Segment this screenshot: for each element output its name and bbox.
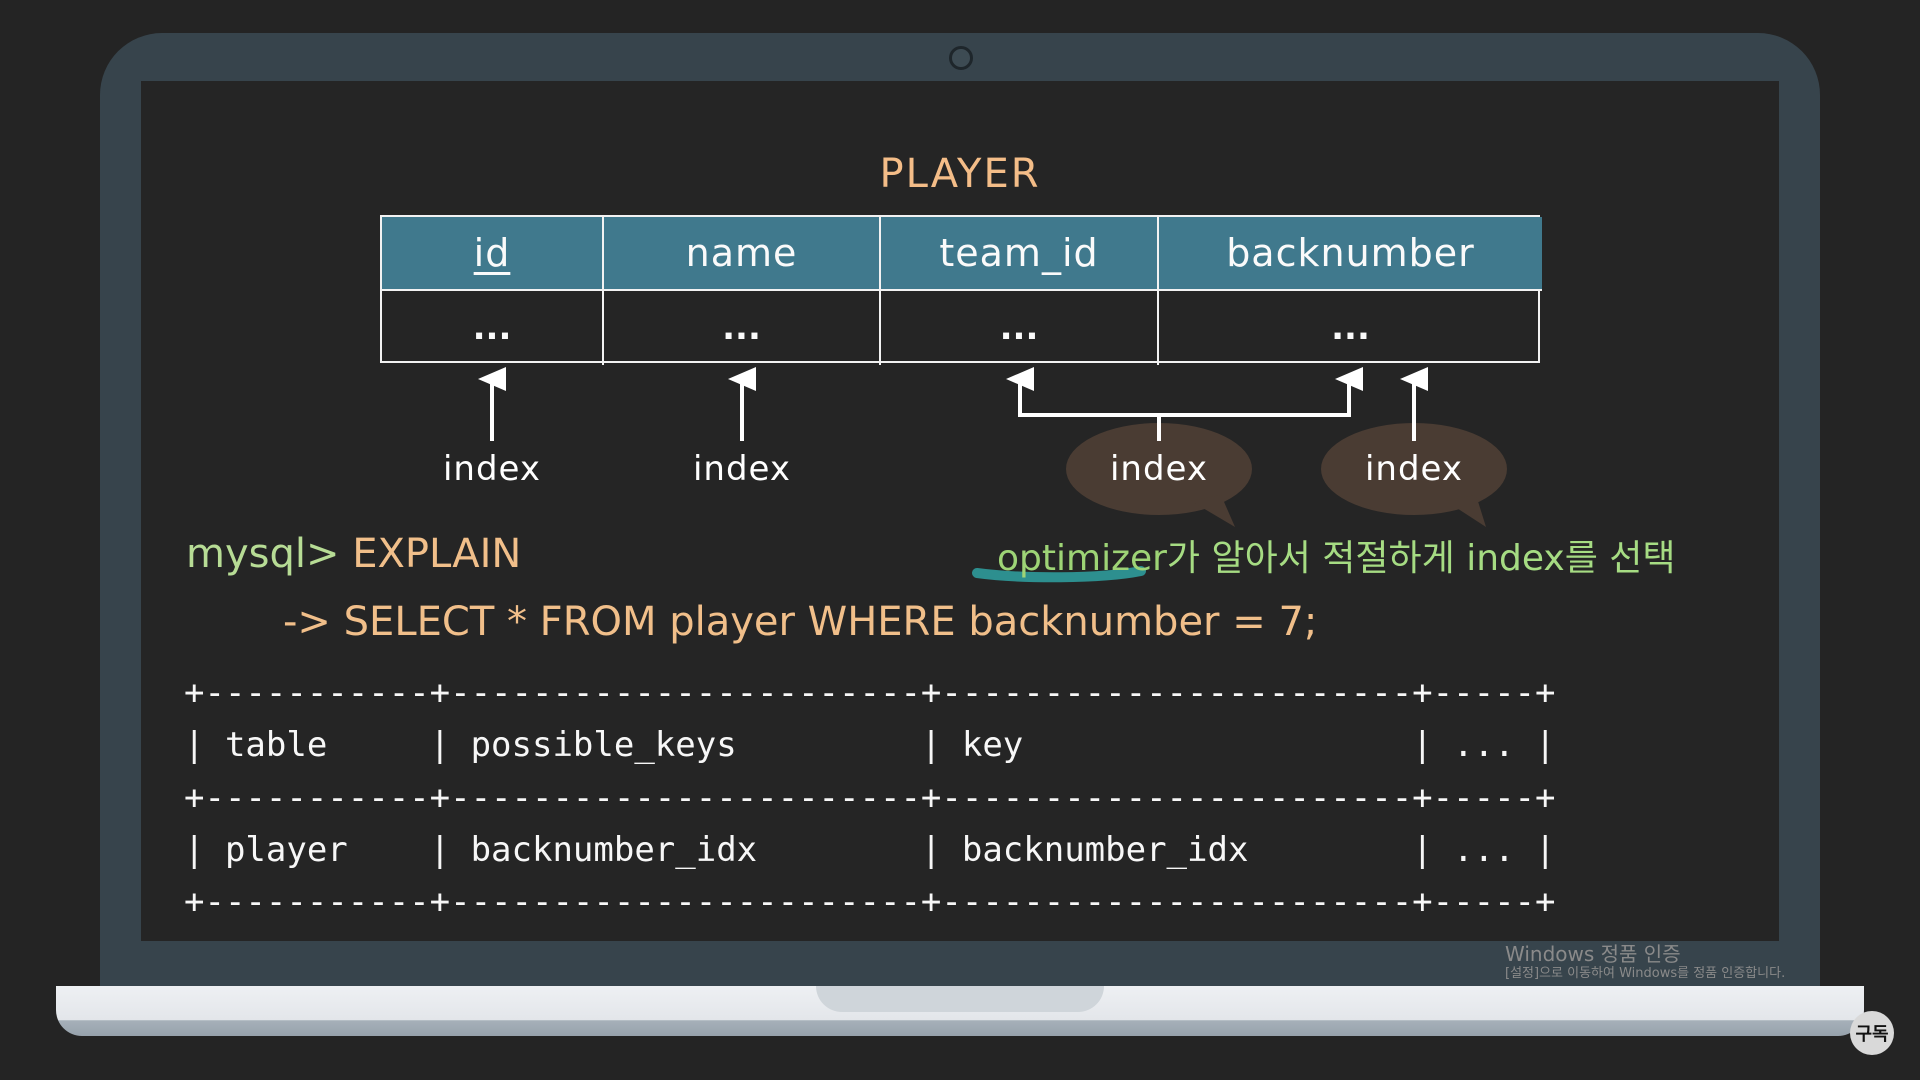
select-statement: -> SELECT * FROM player WHERE backnumber…	[283, 599, 1318, 645]
table-cell-backnumber: ...	[1331, 308, 1370, 348]
subscribe-button[interactable]: 구독	[1850, 1011, 1894, 1055]
column-header-team-id: team_id	[881, 217, 1159, 291]
annotation-highlight: optimizer	[997, 538, 1167, 579]
optimizer-annotation: optimizer가 알아서 적절하게 index를 선택	[997, 529, 1676, 581]
index-label-name: index	[692, 449, 792, 489]
index-label-id: index	[442, 449, 542, 489]
result-header-row: | table | possible_keys | key | ... |	[184, 725, 1556, 766]
result-border-top: +-----------+-----------------------+---…	[184, 673, 1556, 713]
camera-icon	[949, 46, 973, 70]
mysql-prompt: mysql>	[186, 531, 340, 577]
explain-command: mysql> EXPLAIN	[186, 531, 521, 577]
table-title: PLAYER	[879, 151, 1041, 197]
table-cell-id: ...	[382, 291, 604, 365]
annotation-text: 가 알아서 적절하게 index를 선택	[1166, 538, 1676, 579]
column-header-id: id	[382, 217, 604, 291]
watermark-subtitle: [설정]으로 이동하여 Windows를 정품 인증합니다.	[1505, 966, 1786, 981]
laptop-notch	[816, 986, 1104, 1012]
watermark-title: Windows 정품 인증	[1505, 942, 1681, 966]
windows-activation-watermark: Windows 정품 인증 [설정]으로 이동하여 Windows를 정품 인증…	[1505, 942, 1785, 982]
explain-keyword: EXPLAIN	[352, 531, 522, 577]
result-border-mid: +-----------+-----------------------+---…	[184, 777, 1556, 818]
slide-screen: PLAYER id name team_id backnumber ... ..…	[141, 81, 1779, 941]
column-header-backnumber: backnumber	[1159, 217, 1542, 291]
index-label-composite: index	[1109, 449, 1209, 489]
index-label-backnumber: index	[1364, 449, 1464, 489]
player-table: id name team_id backnumber ... ... ... .…	[380, 215, 1542, 365]
explain-result-table: +-----------+-----------------------+---…	[184, 667, 1555, 928]
result-data-row: | player | backnumber_idx | backnumber_i…	[184, 829, 1556, 870]
composite-bracket	[1018, 413, 1351, 417]
column-header-name: name	[604, 217, 881, 291]
result-border-bottom: +-----------+-----------------------+---…	[184, 882, 1556, 923]
table-cell-name: ...	[604, 291, 881, 365]
table-cell-team-id: ...	[881, 291, 1159, 365]
